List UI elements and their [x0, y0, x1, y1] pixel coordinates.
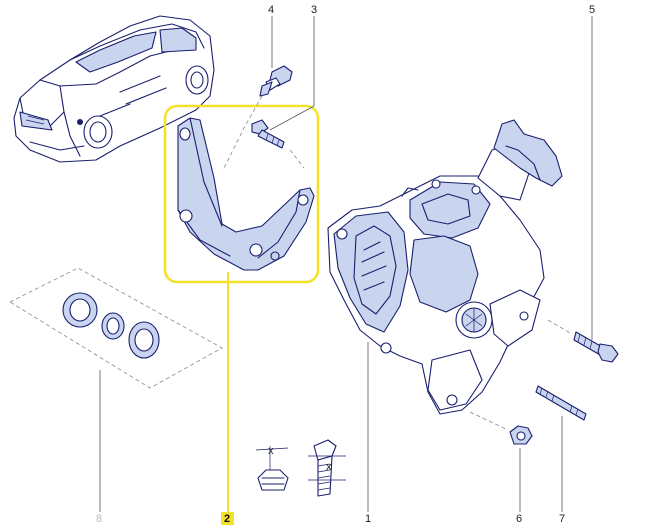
callout-7[interactable]: 7: [559, 513, 565, 525]
bracket-part[interactable]: [177, 117, 315, 271]
torque-mark-x: x: [268, 445, 274, 457]
callout-8[interactable]: 8: [96, 513, 102, 525]
callout-2-highlight: [221, 512, 234, 525]
seal-kit-group[interactable]: [9, 267, 223, 389]
torque-legend-nut: x: [255, 445, 289, 491]
callout-4[interactable]: 4: [268, 4, 274, 16]
seal-ring-medium: [128, 321, 160, 359]
bolt-part-5[interactable]: [573, 331, 619, 363]
torque-legend-bolt: x: [308, 439, 346, 497]
seal-ring-large: [62, 292, 98, 328]
stud-part-7[interactable]: [535, 385, 587, 421]
screw-part-4[interactable]: [259, 65, 293, 97]
callout-1[interactable]: 1: [365, 513, 371, 525]
transfer-case-part[interactable]: [327, 119, 563, 415]
nut-part-6[interactable]: [509, 425, 533, 445]
callout-2[interactable]: 2: [224, 513, 230, 525]
callout-5[interactable]: 5: [589, 4, 595, 16]
callout-3[interactable]: 3: [311, 4, 317, 16]
highlight-box[interactable]: [163, 104, 320, 284]
screw-part-3[interactable]: [251, 119, 285, 149]
leader-3: [269, 16, 315, 131]
torque-mark-x: x: [326, 461, 332, 473]
seal-ring-small: [101, 312, 125, 340]
callout-6[interactable]: 6: [516, 513, 522, 525]
